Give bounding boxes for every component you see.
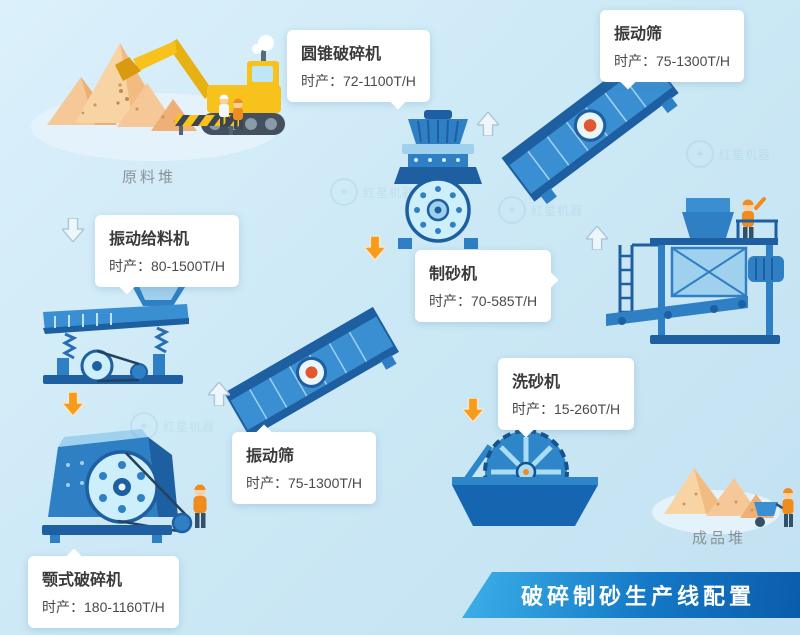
star-logo-icon: ✦ — [498, 196, 526, 224]
callout-sand-maker: 制砂机 时产：70-585T/H — [415, 250, 559, 322]
brand-watermark: ✦ 红星机器 — [130, 412, 215, 440]
arrow-down-icon — [362, 235, 388, 265]
raw-material-pile-illustration — [25, 5, 285, 170]
callout-vibrating-feeder: 振动给料机 时产：80-1500T/H — [95, 215, 239, 295]
arrow-down-icon — [60, 391, 86, 421]
callout-title: 制砂机 — [429, 266, 478, 283]
brand-watermark: ✦ 红星机器 — [498, 196, 583, 224]
sand-washer-illustration — [448, 424, 598, 539]
callout-capacity: 时产：70-585T/H — [429, 293, 538, 309]
callout-title: 振动筛 — [246, 448, 295, 465]
raw-pile-label: 原料堆 — [122, 169, 177, 186]
title-banner-text: 破碎制砂生产线配置 — [520, 584, 755, 609]
product-pile-label: 成品堆 — [692, 530, 747, 547]
callout-capacity: 时产：80-1500T/H — [109, 258, 225, 274]
callout-tail — [65, 548, 83, 566]
cone-crusher-illustration — [378, 110, 498, 250]
excavator-scene-icon — [31, 35, 285, 161]
arrow-up-icon — [206, 381, 232, 411]
sand-maker-illustration — [598, 190, 798, 350]
product-pile-illustration — [648, 432, 798, 537]
callout-jaw-crusher: 颚式破碎机 时产：180-1160T/H — [28, 548, 179, 628]
sand-maker-icon — [606, 197, 784, 344]
cone-crusher-icon — [394, 110, 482, 249]
callout-capacity: 时产：75-1300T/H — [246, 475, 362, 491]
arrow-down-icon — [60, 217, 86, 247]
title-banner: 破碎制砂生产线配置 — [462, 572, 800, 618]
callout-title: 振动筛 — [614, 26, 663, 43]
callout-tail — [541, 271, 559, 289]
callout-sand-washer: 洗砂机 时产：15-260T/H — [498, 358, 635, 438]
brand-watermark: ✦ 红星机器 — [686, 140, 771, 168]
brand-watermark: ✦ 红星机器 — [330, 178, 415, 206]
vibrating-screen-mid-illustration — [213, 295, 413, 455]
callout-title: 圆锥破碎机 — [301, 46, 382, 63]
callout-vibrating-screen-top: 振动筛 时产：75-1300T/H — [600, 10, 744, 90]
vibrating-feeder-icon — [43, 284, 189, 384]
star-logo-icon: ✦ — [130, 412, 158, 440]
arrow-up-icon — [475, 111, 501, 141]
arrow-up-icon — [584, 225, 610, 255]
jaw-crusher-icon — [42, 429, 207, 543]
callout-title: 颚式破碎机 — [42, 572, 123, 589]
callout-cone-crusher: 圆锥破碎机 时产：72-1100T/H — [287, 30, 430, 110]
callout-capacity: 时产：15-260T/H — [512, 401, 621, 417]
callout-capacity: 时产：72-1100T/H — [301, 73, 416, 89]
product-pile-icon — [652, 468, 794, 534]
vibrating-feeder-illustration — [35, 282, 215, 392]
sand-washer-icon — [452, 429, 598, 526]
star-logo-icon: ✦ — [686, 140, 714, 168]
vibrating-screen-icon — [224, 306, 399, 442]
callout-tail — [389, 92, 407, 110]
callout-capacity: 时产：180-1160T/H — [42, 599, 165, 615]
callout-vibrating-screen-mid: 振动筛 时产：75-1300T/H — [232, 424, 376, 504]
jaw-crusher-illustration — [30, 425, 215, 550]
callout-title: 振动给料机 — [109, 231, 190, 248]
callout-capacity: 时产：75-1300T/H — [614, 53, 730, 69]
arrow-down-icon — [460, 397, 486, 427]
callout-title: 洗砂机 — [512, 374, 561, 391]
star-logo-icon: ✦ — [330, 178, 358, 206]
